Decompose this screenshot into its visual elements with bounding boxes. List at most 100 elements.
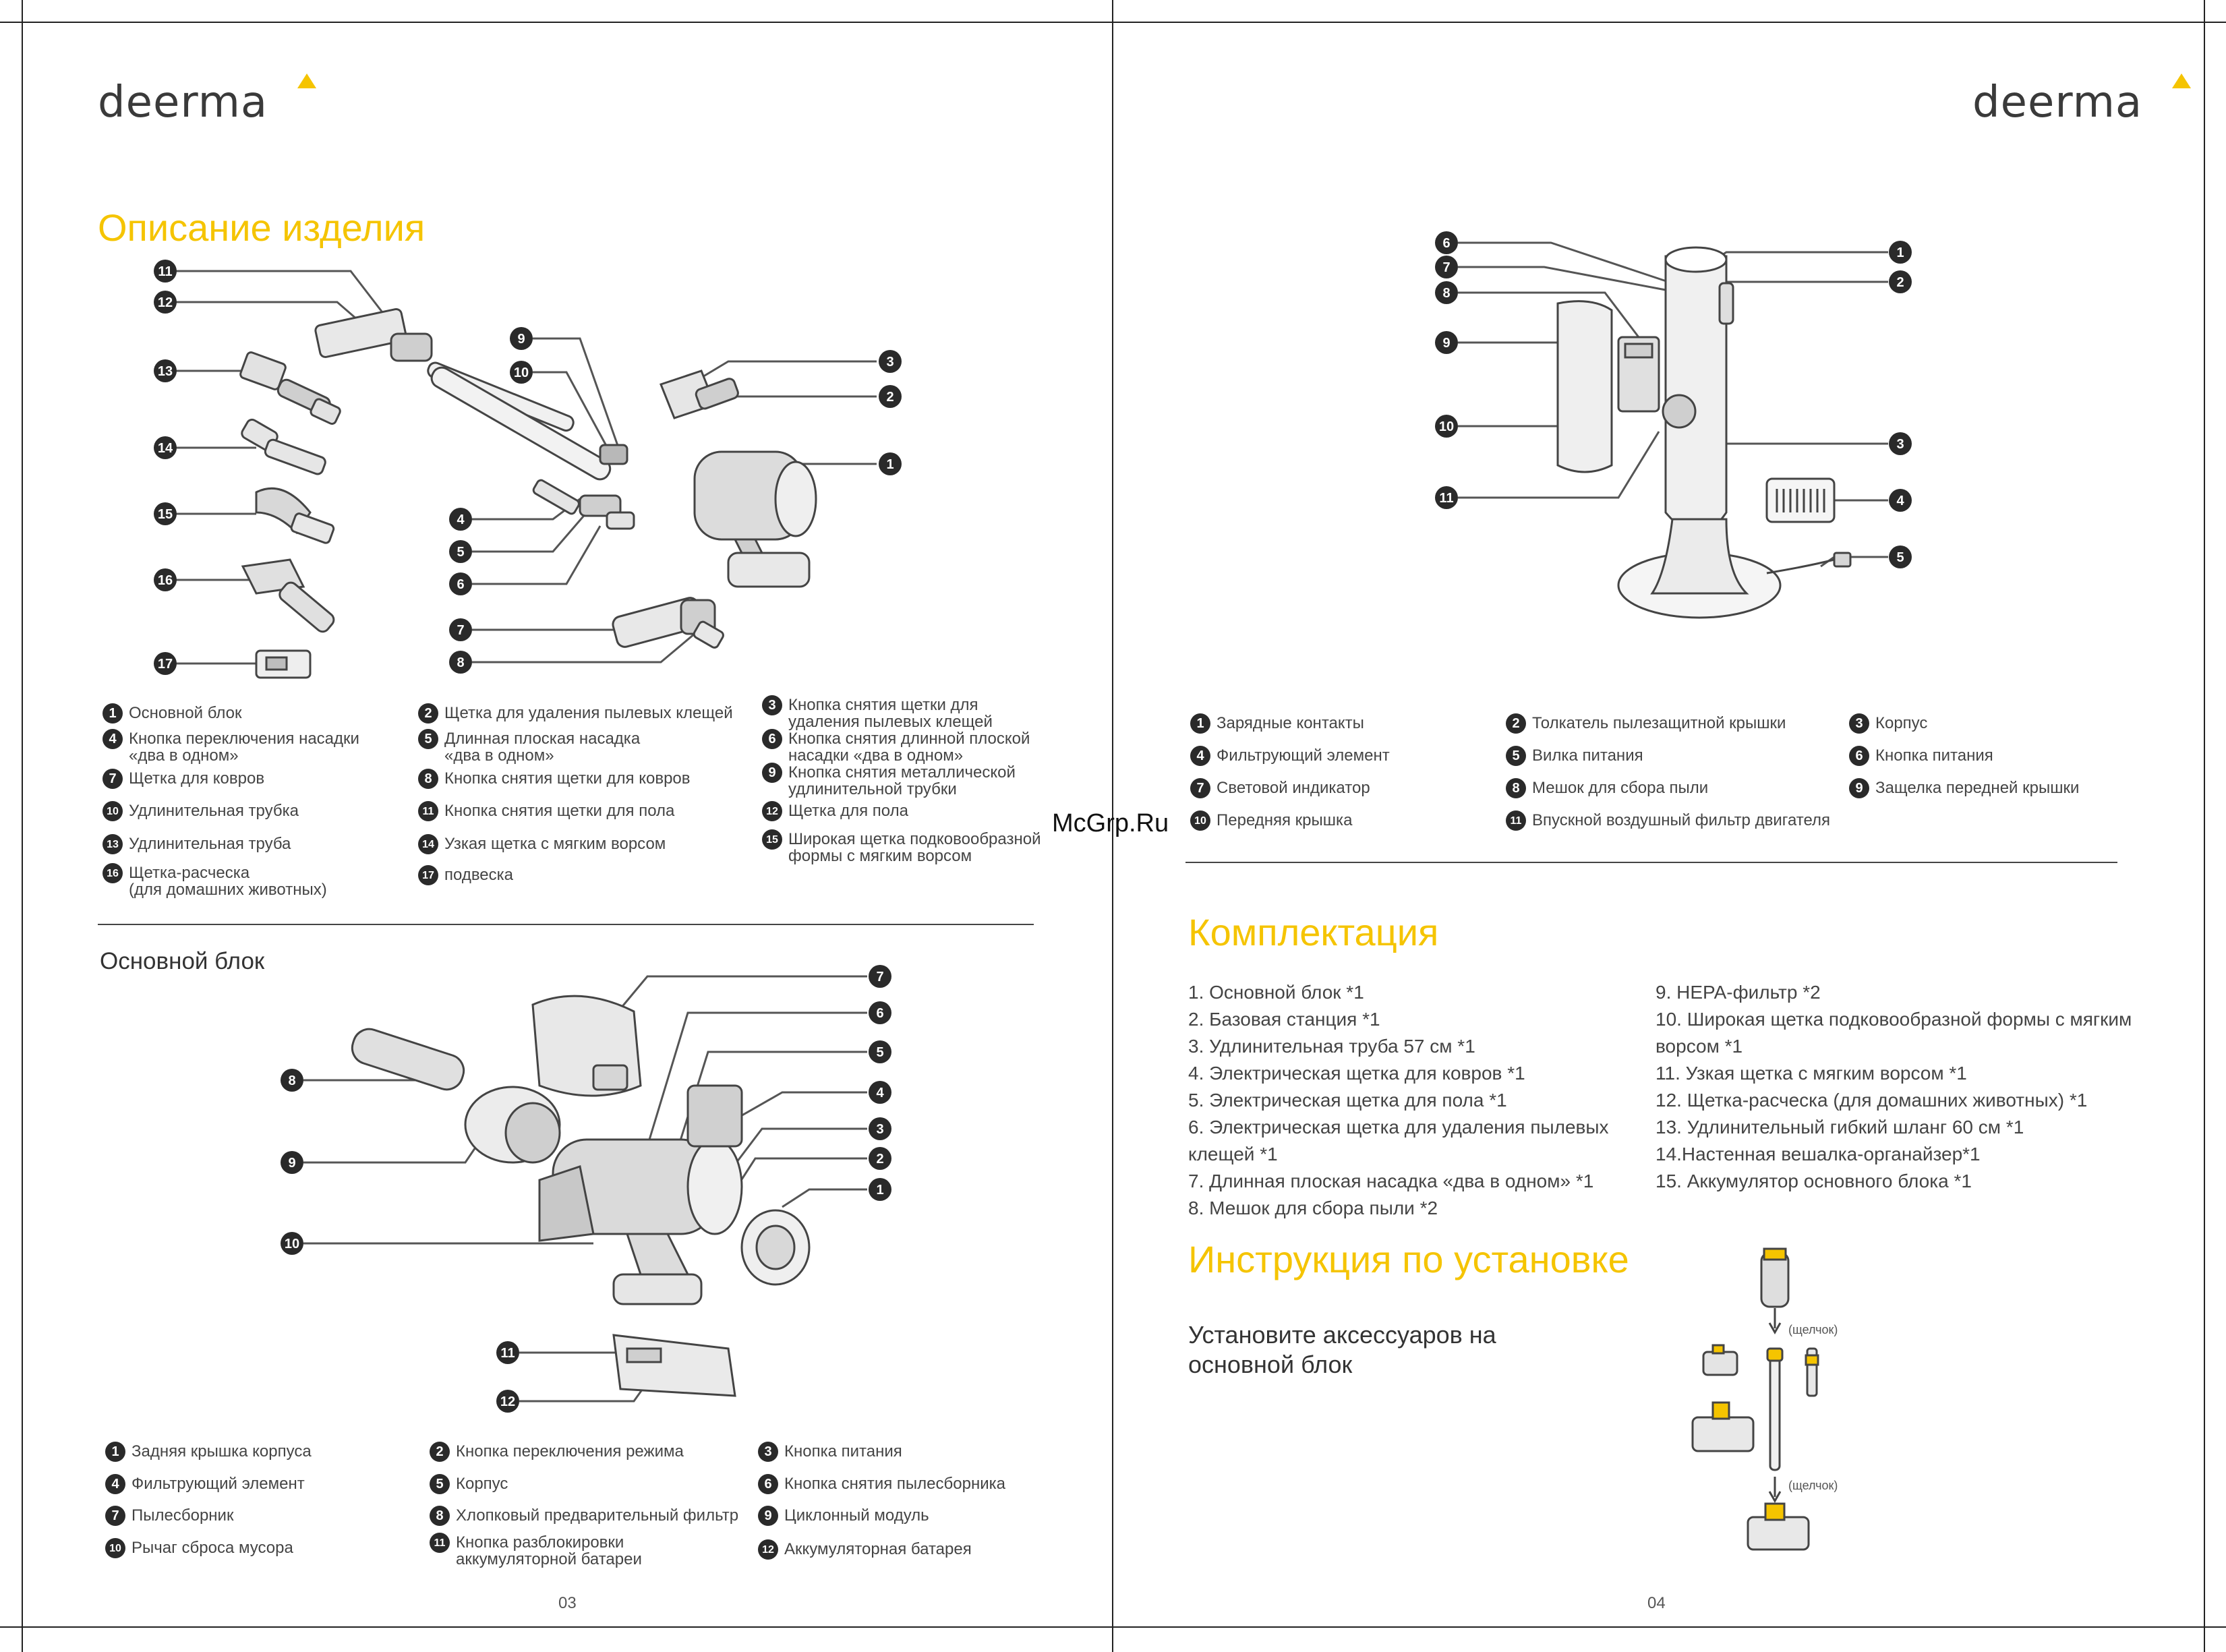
legend-text: Удлинительная труба [129, 835, 291, 853]
kit-list-column-1: 1. Основной блок *1 2. Базовая станция *… [1188, 982, 1609, 1218]
legend-number: 7 [1190, 778, 1210, 798]
station-callout-numbers: 6 7 8 9 10 11 1 2 3 4 5 [1435, 231, 1912, 568]
page-number-left: 03 [558, 1594, 577, 1612]
legend-text: Вилка питания [1532, 746, 1643, 765]
legend-item: 6 Кнопка питания [1849, 746, 2159, 766]
section-title-installation: Инструкция по установке [1188, 1238, 1629, 1280]
callout-label: 1 [876, 1183, 883, 1198]
legend-number: 15 [762, 829, 782, 850]
brand-logo-left: deerma [98, 73, 316, 127]
callout-label: 5 [876, 1045, 883, 1060]
callout-label: 7 [876, 970, 883, 984]
legend-item: 15 Широкая щетка подковообразной формы с … [762, 829, 1086, 865]
callout-label: 12 [500, 1394, 515, 1409]
callout-label: 4 [876, 1086, 884, 1100]
legend-text: Щетка-расческа (для домашних животных) [129, 864, 327, 899]
legend-text: Кнопка разблокировки аккумуляторной бата… [456, 1533, 642, 1568]
page-number-right: 04 [1647, 1594, 1666, 1612]
legend-text: Корпус [1875, 714, 1928, 732]
legend-text: Кнопка снятия длинной плоской насадки «д… [788, 730, 1030, 765]
legend-text: Задняя крышка корпуса [131, 1442, 312, 1461]
center-fold-line [1112, 0, 1113, 1652]
callout-label: 11 [1439, 491, 1453, 506]
legend-number: 1 [1190, 713, 1210, 734]
main-unit-callout-numbers: 7 6 5 4 3 2 1 8 9 10 11 12 [281, 965, 891, 1413]
legend-number: 8 [418, 769, 438, 789]
crop-line-bottom [0, 1626, 2226, 1628]
legend-text: Циклонный модуль [784, 1506, 929, 1525]
legend-text: Пылесборник [131, 1506, 234, 1525]
legend-text: Рычаг сброса мусора [131, 1539, 293, 1557]
legend-number: 6 [1849, 746, 1869, 766]
callout-label: 14 [158, 441, 173, 456]
legend-item: 10 Удлинительная трубка [102, 801, 399, 821]
legend-number: 10 [102, 801, 123, 821]
legend-number: 2 [1506, 713, 1526, 734]
legend-text: Передняя крышка [1217, 811, 1353, 829]
legend-text: Кнопка снятия металлической удлинительно… [788, 763, 1016, 798]
legend-number: 10 [105, 1538, 125, 1558]
legend-text: Широкая щетка подковообразной формы с мя… [788, 830, 1041, 865]
legend-text: Аккумуляторная батарея [784, 1540, 972, 1558]
legend-text: Фильтрующий элемент [131, 1475, 305, 1493]
callout-label: 3 [876, 1122, 883, 1137]
callout-label: 1 [1896, 245, 1904, 260]
legend-number: 12 [758, 1539, 778, 1560]
callout-label: 7 [457, 623, 464, 638]
crop-line-right [2204, 0, 2205, 1652]
legend-text: подвеска [444, 866, 514, 884]
callout-label: 3 [1896, 437, 1904, 452]
callout-label: 1 [886, 457, 894, 472]
callout-label: 8 [1442, 286, 1450, 301]
legend-number: 5 [418, 729, 438, 749]
legend-text: Световой индикатор [1217, 779, 1370, 797]
callout-label: 8 [457, 655, 464, 670]
legend-item: 7 Пылесборник [105, 1506, 415, 1526]
callout-label: 10 [285, 1237, 299, 1251]
installation-instruction: Установите аксессуаров на основной блок [1188, 1321, 1496, 1378]
legend-text: Хлопковый предварительный фильтр [456, 1506, 739, 1525]
legend-text: Основной блок [129, 704, 242, 722]
legend-number: 7 [102, 769, 123, 789]
legend-number: 11 [418, 801, 438, 821]
callout-label: 9 [288, 1156, 295, 1171]
legend-number: 7 [105, 1506, 125, 1526]
legend-item: 17 подвеска [418, 865, 742, 885]
legend-number: 3 [762, 695, 782, 715]
legend-text: Кнопка питания [1875, 746, 1993, 765]
legend-number: 6 [758, 1474, 778, 1494]
watermark-text: McGrp.Ru [1052, 809, 1169, 837]
crop-line-top [0, 22, 2226, 23]
section-divider-left [98, 924, 1034, 925]
legend-text: Фильтрующий элемент [1217, 746, 1390, 765]
legend-number: 1 [102, 703, 123, 724]
legend-text: Кнопка переключения режима [456, 1442, 684, 1461]
legend-text: Удлинительная трубка [129, 802, 299, 820]
callout-label: 6 [876, 1006, 883, 1021]
legend-number: 4 [1190, 746, 1210, 766]
legend-text: Защелка передней крышки [1875, 779, 2080, 797]
callout-label: 5 [1896, 550, 1904, 565]
callout-label: 16 [158, 573, 173, 588]
legend-number: 16 [102, 863, 123, 883]
legend-number: 17 [418, 865, 438, 885]
callout-label: 2 [886, 390, 894, 405]
callout-label: 12 [158, 295, 173, 310]
legend-number: 9 [758, 1506, 778, 1526]
legend-text: Щетка для пола [788, 802, 908, 820]
legend-item: 1 Основной блок [102, 703, 399, 724]
section-title-main-unit: Основной блок [100, 948, 265, 974]
